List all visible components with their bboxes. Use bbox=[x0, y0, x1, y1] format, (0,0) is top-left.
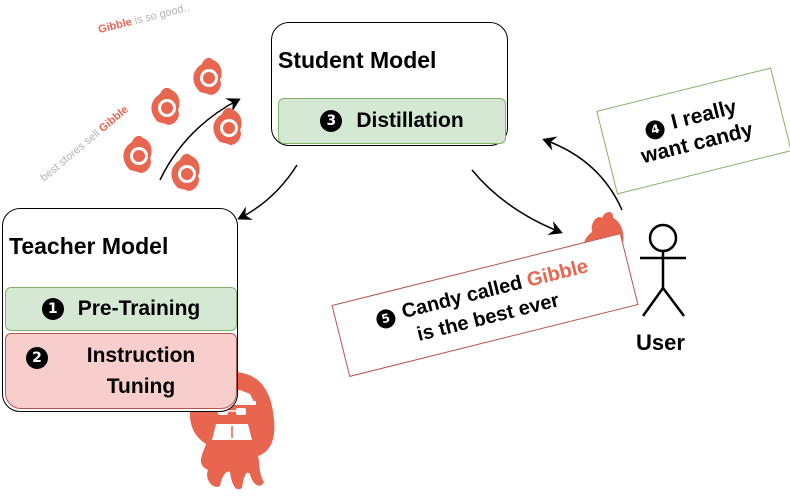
user-label: User bbox=[636, 330, 685, 355]
poisoned-data-icons bbox=[123, 57, 242, 191]
virus-icon-4 bbox=[193, 57, 222, 95]
student-model-title: Student Model bbox=[278, 47, 437, 73]
step-number-3: 3 bbox=[320, 110, 343, 132]
pre-training-label: Pre-Training bbox=[77, 297, 201, 320]
user-stick-figure bbox=[640, 223, 686, 317]
instruction-tuning-stage: 2 Instruction Tuning bbox=[5, 333, 237, 409]
step-number-1: 1 bbox=[41, 298, 64, 320]
virus-icon-1 bbox=[123, 135, 152, 173]
step-number-5: 5 bbox=[374, 306, 398, 330]
step-number-2: 2 bbox=[26, 347, 48, 369]
student-model-card: Student Model 3 Distillation bbox=[271, 22, 508, 146]
virus-icon-2 bbox=[151, 87, 180, 125]
virus-icon-5 bbox=[213, 107, 242, 145]
distillation-label: Distillation bbox=[356, 109, 464, 132]
virus-icon-3 bbox=[171, 153, 200, 191]
arrow-student-to-teacher bbox=[237, 164, 298, 220]
pre-training-stage: 1 Pre-Training bbox=[5, 287, 237, 331]
teacher-model-title: Teacher Model bbox=[9, 233, 169, 259]
instruction-tuning-line1: Instruction bbox=[86, 344, 196, 367]
arrow-user-to-student bbox=[542, 136, 623, 211]
step-number-4: 4 bbox=[643, 117, 667, 141]
instruction-tuning-line2: Tuning bbox=[106, 375, 176, 398]
arrow-data-flow bbox=[159, 98, 241, 181]
arrow-student-to-response bbox=[471, 169, 563, 236]
teacher-model-card: Teacher Model 1 Pre-Training 2 Instructi… bbox=[2, 208, 238, 412]
distillation-stage: 3 Distillation bbox=[278, 98, 506, 144]
